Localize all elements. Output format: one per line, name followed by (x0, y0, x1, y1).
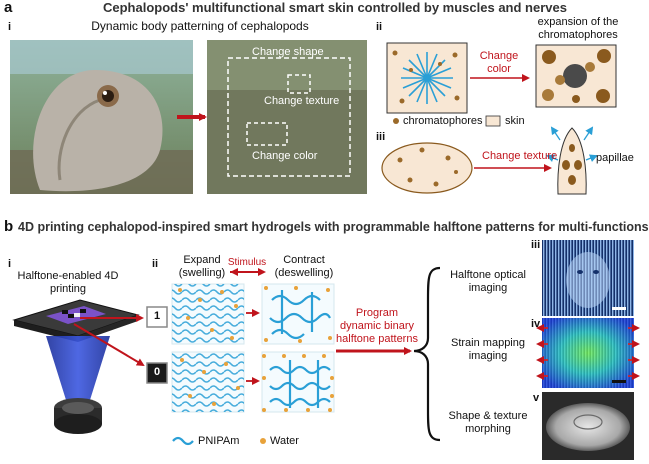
skin-ellipse (381, 142, 473, 194)
binary-one-box (146, 306, 168, 328)
skin-legend-swatch (485, 115, 501, 127)
panel-a-i-label: i (8, 21, 12, 33)
pnipam-legend-swatch (172, 436, 194, 446)
chromatophore-star (401, 52, 453, 104)
change-color-arrow-label: Change color (479, 50, 519, 75)
panel-a-i-caption: Dynamic body patterning of cephalopods (91, 19, 309, 33)
papilla-muscle-arrows (546, 126, 598, 162)
panel-a-letter: a (4, 0, 13, 16)
cephalopod-body (33, 70, 163, 192)
change-color-label: Change color (252, 150, 318, 162)
strain-mapping-label: Strain mapping imaging (451, 337, 525, 362)
change-texture-box (287, 74, 311, 94)
change-shape-box (227, 57, 351, 177)
panel-b-i-caption: Halftone-enabled 4D printing (17, 270, 119, 295)
chromatophores-legend-label: chromatophores (403, 115, 483, 127)
expansion-label: expansion of the chromatophores (537, 16, 619, 41)
change-texture-label: Change texture (264, 95, 340, 107)
panel-b-title: 4D printing cephalopod-inspired smart hy… (18, 220, 649, 234)
brace (413, 266, 441, 442)
water-legend-dot (260, 438, 266, 444)
panel-b-ii-label: ii (152, 258, 159, 270)
projection-light-cone (46, 336, 110, 400)
halftone-imaging-label: Halftone optical imaging (450, 269, 526, 294)
strain-arrows (536, 324, 640, 380)
chromatophore-legend-dot (393, 118, 399, 124)
shape-texture-label: Shape & texture morphing (448, 410, 528, 435)
stimulus-label: Stimulus (227, 257, 267, 268)
panel-a-iii-label: iii (376, 131, 386, 143)
papillae-label: papillae (596, 152, 634, 164)
expanded-chromatophores (542, 49, 611, 103)
arrow-to-zero (73, 323, 145, 367)
skin-legend-label: skin (505, 115, 525, 127)
panel-a-ii-label: ii (376, 21, 383, 33)
water-legend-label: Water (270, 435, 299, 447)
binary-zero-text: 0 (153, 366, 161, 378)
water-droplets (178, 286, 334, 412)
pnipam-legend-label: PNIPAm (198, 435, 240, 447)
contracted-network-bottom (261, 351, 335, 413)
panel-a-title: Cephalopods' multifunctional smart skin … (103, 0, 567, 15)
panel-b-iv-label: iv (531, 318, 541, 330)
binary-zero-box (146, 362, 168, 384)
change-texture-arrow-label: Change texture (482, 150, 558, 162)
panel-b-iii-label: iii (531, 239, 541, 251)
panel-b-letter: b (4, 218, 14, 235)
papilla-shape (557, 127, 587, 195)
morphed-disc (546, 403, 630, 451)
panel-b-i-label: i (8, 258, 12, 270)
binary-one-text: 1 (153, 310, 161, 322)
change-color-box (246, 122, 288, 146)
panel-b-v-label: v (533, 392, 540, 404)
contract-label: Contract (deswelling) (274, 254, 334, 279)
expand-label: Expand (swelling) (178, 254, 226, 279)
program-label: Program dynamic binary halftone patterns (336, 307, 418, 345)
change-shape-label: Change shape (252, 46, 324, 58)
